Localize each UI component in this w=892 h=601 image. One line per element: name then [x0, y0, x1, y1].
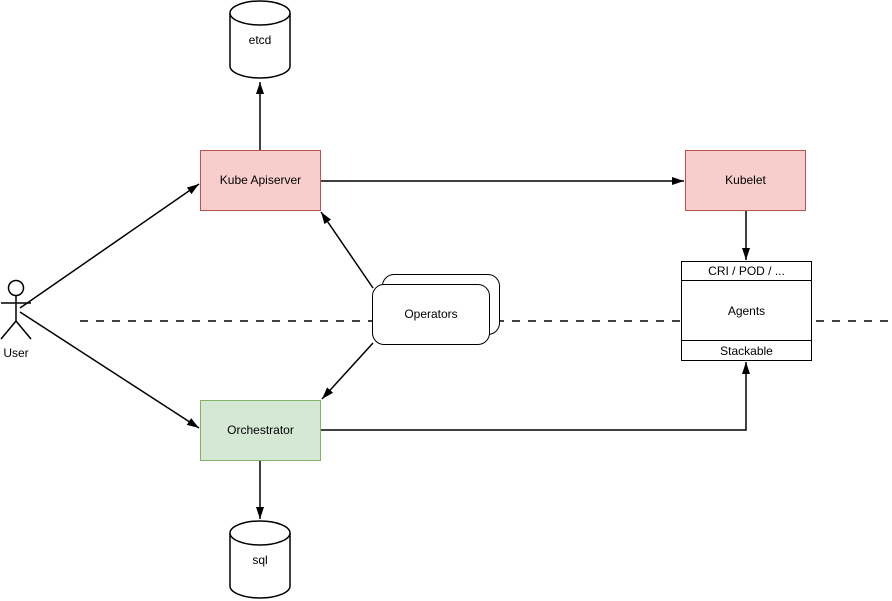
node-stack-row-stackable: Stackable: [682, 341, 811, 360]
user-actor-label: User: [3, 346, 29, 360]
node-stack-row-agents: Agents: [682, 281, 811, 341]
node-kubelet: Kubelet: [685, 150, 806, 211]
node-operators: Operators: [372, 284, 490, 345]
edge-user-to-kube-apiserver: [19, 183, 200, 309]
node-operators-label: Operators: [404, 307, 458, 322]
edge-orchestrator-to-node-stack: [321, 362, 750, 431]
node-kube-apiserver-label: Kube Apiserver: [219, 173, 302, 188]
edge-operators-to-orchestrator: [321, 342, 374, 400]
etcd-cylinder-shape: [229, 0, 291, 79]
node-sql-label: sql: [252, 553, 268, 567]
edge-operators-to-kube-apiserver: [320, 211, 374, 289]
node-stack-row-cri-pod-label: CRI / POD / ...: [708, 264, 785, 278]
node-stack: CRI / POD / ... Agents Stackable: [681, 261, 812, 361]
edge-user-to-orchestrator: [19, 311, 200, 429]
node-orchestrator: Orchestrator: [200, 400, 321, 461]
node-orchestrator-label: Orchestrator: [227, 423, 294, 438]
node-kube-apiserver: Kube Apiserver: [200, 150, 321, 211]
node-stack-row-agents-label: Agents: [727, 303, 766, 318]
node-stack-row-stackable-label: Stackable: [720, 343, 773, 358]
user-actor-icon: [0, 279, 32, 340]
node-etcd-label: etcd: [248, 33, 272, 47]
sql-cylinder-shape: [229, 520, 291, 599]
node-kubelet-label: Kubelet: [725, 173, 766, 188]
node-stack-row-cri-pod: CRI / POD / ...: [682, 262, 811, 281]
